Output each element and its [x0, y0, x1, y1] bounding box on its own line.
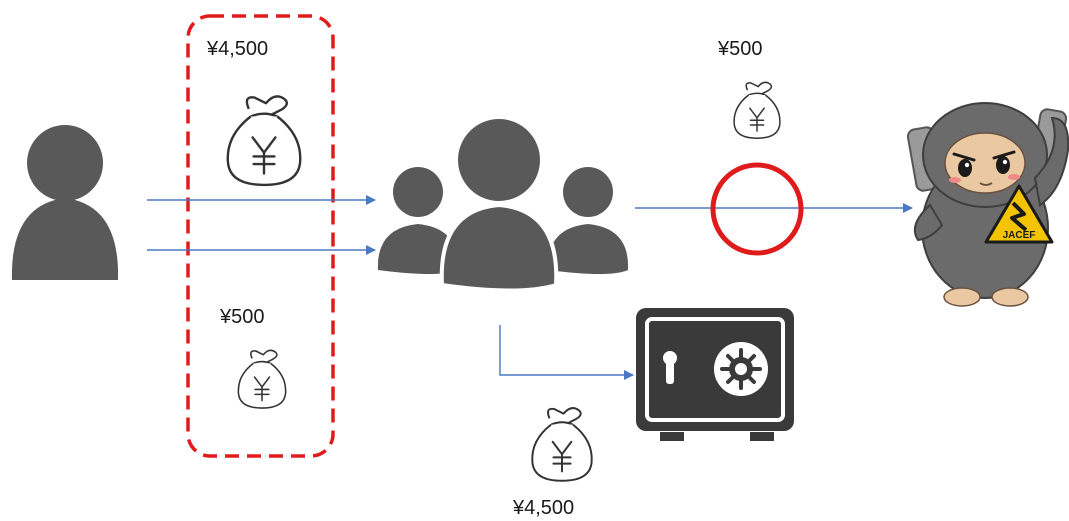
money-bag-icon-bottom	[531, 407, 593, 482]
saved-amount-label: ¥4,500	[513, 497, 575, 519]
group-icon	[377, 115, 629, 293]
ok-circle-mark	[710, 162, 804, 256]
payment-amount-label: ¥4,500	[207, 38, 269, 60]
safe-icon	[636, 308, 794, 441]
person-icon	[11, 125, 119, 280]
mascot-character: JACEF	[906, 102, 1069, 307]
money-bag-icon-small-left	[237, 349, 287, 409]
mascot-badge-text: JACEF	[1003, 230, 1036, 241]
money-bag-icon-small-right	[733, 81, 781, 139]
fee-amount-label: ¥500	[220, 306, 265, 328]
arrow-group-to-safe	[499, 325, 634, 380]
highlight-box	[186, 14, 335, 458]
fee-to-mascot-label: ¥500	[718, 38, 763, 60]
money-bag-icon-large	[226, 95, 302, 187]
